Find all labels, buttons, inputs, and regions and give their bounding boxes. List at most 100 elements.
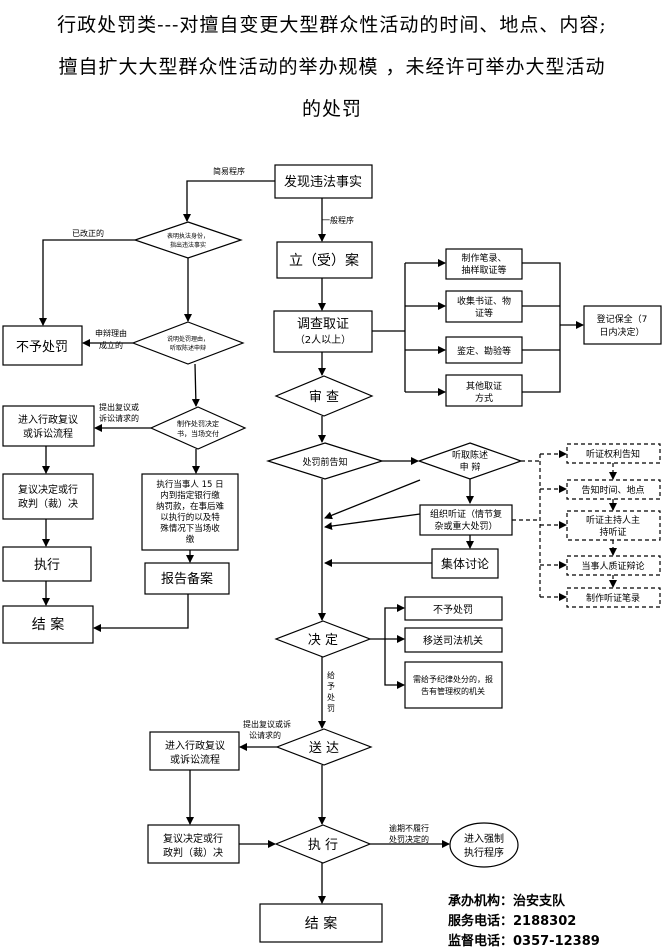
edge-label-give-4: 罚 — [327, 704, 335, 713]
label-pay-4: 以执行的以及特 — [160, 512, 220, 523]
label-make-decision-1: 制作处罚决定 — [177, 419, 219, 428]
label-preserve-1: 登记保全（7 — [597, 313, 648, 325]
label-discipline-2: 告有管理权的机关 — [421, 686, 485, 696]
label-hearing-defense-2: 申 辩 — [460, 461, 481, 473]
node-deliver — [275, 728, 373, 766]
edge-corrected — [39, 239, 135, 326]
node-reconsider-bottom — [149, 731, 240, 771]
edge-evidence-bracket-right — [522, 262, 561, 393]
node-show-id — [133, 221, 243, 259]
label-reconsider-bottom-2: 或诉讼流程 — [170, 753, 220, 766]
label-close-left: 结 案 — [32, 616, 64, 633]
edge-simple — [183, 180, 275, 222]
node-hearing-time — [566, 479, 661, 500]
node-discipline — [404, 661, 503, 709]
node-review-decision-bottom — [147, 824, 240, 864]
label-h-time: 告知时间、地点 — [581, 484, 644, 496]
edge-label-give-3: 处 — [327, 692, 335, 702]
edge-report-close — [93, 594, 189, 632]
node-decision — [274, 620, 372, 658]
label-h-host-1: 听证主持人主 — [586, 514, 640, 526]
label-no-penalty-left: 不予处罚 — [16, 340, 68, 355]
edge-explain-decision — [191, 363, 200, 407]
edge-label-appeal-ok-2: 成立的 — [99, 340, 123, 350]
node-review — [274, 375, 374, 417]
node-no-penalty-right — [404, 596, 503, 621]
label-decision: 决 定 — [308, 633, 338, 648]
node-hearing-cross — [566, 555, 661, 576]
node-collect — [445, 290, 523, 323]
label-investigate-1: 调查取证 — [297, 317, 349, 332]
node-collective — [431, 548, 499, 579]
footer-phone: 服务电话：2188302 — [448, 914, 577, 929]
label-collect-2: 证等 — [475, 307, 493, 319]
label-review-decision-bottom-2: 政判（裁）决 — [163, 846, 223, 859]
label-h-host-2: 持听证 — [599, 526, 626, 538]
edge-label-corrected: 已改正的 — [72, 228, 104, 238]
node-hearing-defense — [417, 442, 523, 480]
edge-label-appeal-ok-1: 申辩理由 — [95, 328, 127, 338]
label-hearing-defense-1: 听取陈述 — [452, 449, 488, 461]
label-review: 审 查 — [309, 390, 339, 405]
label-transfer: 移送司法机关 — [423, 634, 483, 647]
edge-decision-discipline — [384, 639, 405, 689]
node-execute-main — [274, 824, 372, 864]
label-execute-main: 执 行 — [308, 838, 338, 853]
edge-label-overdue-1: 逾期不履行 — [389, 823, 429, 833]
label-explain-1: 说明处罚理由， — [167, 335, 209, 343]
label-pay-5: 殊情况下当场收 — [160, 523, 220, 534]
edge-label-appeal-left-1: 提出复议或 — [99, 402, 139, 412]
edge-label-general: 一般程序 — [322, 215, 354, 225]
label-enforce-2: 执行程序 — [464, 846, 504, 859]
node-close-left — [2, 605, 94, 644]
node-transfer — [404, 627, 503, 653]
node-review-decision-left — [2, 473, 94, 520]
title-line-1: 行政处罚类---对擅自变更大型群众性活动的时间、地点、内容; — [57, 14, 607, 36]
label-deliver: 送 达 — [309, 741, 339, 756]
edge-label-overdue-2: 处罚决定的 — [389, 834, 429, 844]
label-discover: 发现违法事实 — [284, 174, 362, 190]
node-hearing-record — [566, 587, 661, 608]
label-discipline-1: 需给予纪律处分的，报 — [413, 674, 493, 684]
edge-label-appeal-left-2: 诉讼请求的 — [99, 413, 139, 423]
edge-label-appeal-bottom-1: 提出复议或诉 — [243, 719, 291, 729]
label-make-decision-2: 书，当场交付 — [177, 429, 219, 438]
edge-label-give-2: 予 — [327, 682, 335, 691]
node-discover — [274, 164, 373, 199]
label-show-id-2: 指出违法事实 — [170, 241, 206, 249]
footer-agency: 承办机构：治安支队 — [448, 894, 566, 909]
label-enforce-1: 进入强制 — [464, 832, 504, 845]
node-hearing-notify — [566, 443, 661, 464]
node-record — [445, 248, 523, 280]
label-pay-3: 纳罚款，在事后难 — [156, 501, 225, 512]
edge-label-appeal-bottom-2: 讼请求的 — [249, 730, 281, 740]
label-report: 报告备案 — [161, 571, 213, 587]
label-explain-2: 听取陈述申辩 — [170, 344, 206, 352]
label-org-hearing-2: 杂或重大处罚） — [434, 520, 497, 532]
edge-label-simple: 简易程序 — [213, 166, 245, 176]
node-other-evidence — [445, 374, 523, 407]
label-show-id-1: 表明执法身份， — [167, 232, 209, 240]
label-reconsider-left-1: 进入行政复议 — [18, 413, 78, 426]
edge-org-main — [324, 513, 421, 531]
label-execute-left: 执行 — [34, 558, 60, 573]
node-preserve — [583, 305, 662, 345]
node-explain — [131, 321, 245, 365]
label-other-1: 其他取证 — [466, 380, 502, 392]
node-file-case — [276, 241, 373, 279]
label-collect-1: 收集书证、物 — [457, 295, 511, 307]
label-review-decision-left-2: 政判（裁）决 — [18, 497, 78, 510]
node-make-decision — [149, 406, 247, 450]
node-enforce — [449, 822, 519, 868]
label-h-notify: 听证权利告知 — [586, 448, 640, 460]
label-close-main: 结 案 — [305, 915, 337, 932]
edge-decision-nopenalty — [370, 604, 405, 640]
label-reconsider-bottom-1: 进入行政复议 — [165, 739, 225, 752]
node-close-main — [259, 903, 383, 943]
label-h-record: 制作听证笔录 — [586, 592, 640, 604]
edge-hearing-main — [324, 479, 421, 520]
title-line-3: 的处罚 — [301, 98, 362, 120]
label-record-1: 制作笔录、 — [461, 252, 506, 264]
node-execute-left — [2, 546, 92, 582]
